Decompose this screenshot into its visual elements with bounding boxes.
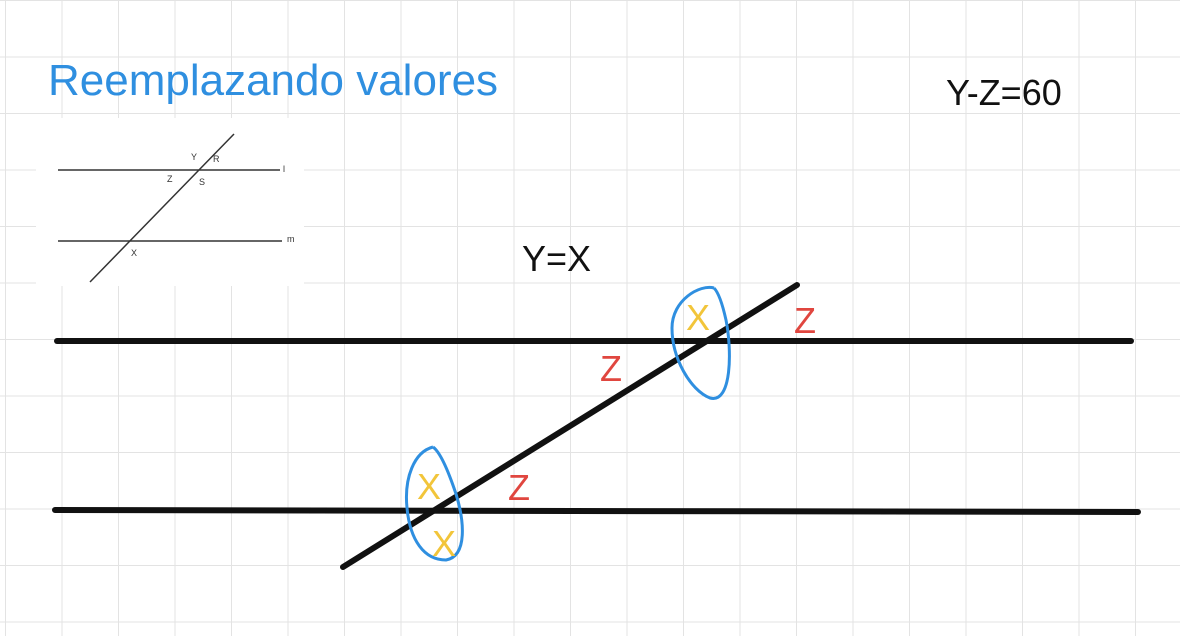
top-z-below-label: Z <box>600 348 622 389</box>
parallel-line-bottom <box>52 507 1141 515</box>
top-x-label: X <box>686 297 710 338</box>
reference-transversal <box>89 133 235 283</box>
bottom-x-lower-label: X <box>432 523 456 564</box>
top-angle-circle-mark <box>670 285 731 400</box>
reference-label-s: S <box>199 177 205 187</box>
bottom-angle-circle-mark <box>404 445 464 562</box>
reference-label-r: R <box>213 154 220 164</box>
reference-figure-svg: Y R Z S X l m <box>58 133 295 283</box>
top-z-right-label: Z <box>794 300 816 341</box>
bottom-z-label: Z <box>508 467 530 508</box>
slide-title: Reemplazando valores <box>48 56 499 105</box>
reference-figure: Y R Z S X l m <box>36 118 304 286</box>
bottom-x-upper-label: X <box>417 466 441 507</box>
transversal-line <box>340 282 800 570</box>
equation-y-equals-x: Y=X <box>522 238 592 279</box>
reference-label-y: Y <box>191 152 197 162</box>
reference-label-x: X <box>131 248 137 258</box>
reference-label-m: m <box>287 234 295 244</box>
equation-y-minus-z: Y-Z=60 <box>946 72 1062 113</box>
reference-label-l: l <box>283 164 285 174</box>
reference-label-z: Z <box>167 174 173 184</box>
